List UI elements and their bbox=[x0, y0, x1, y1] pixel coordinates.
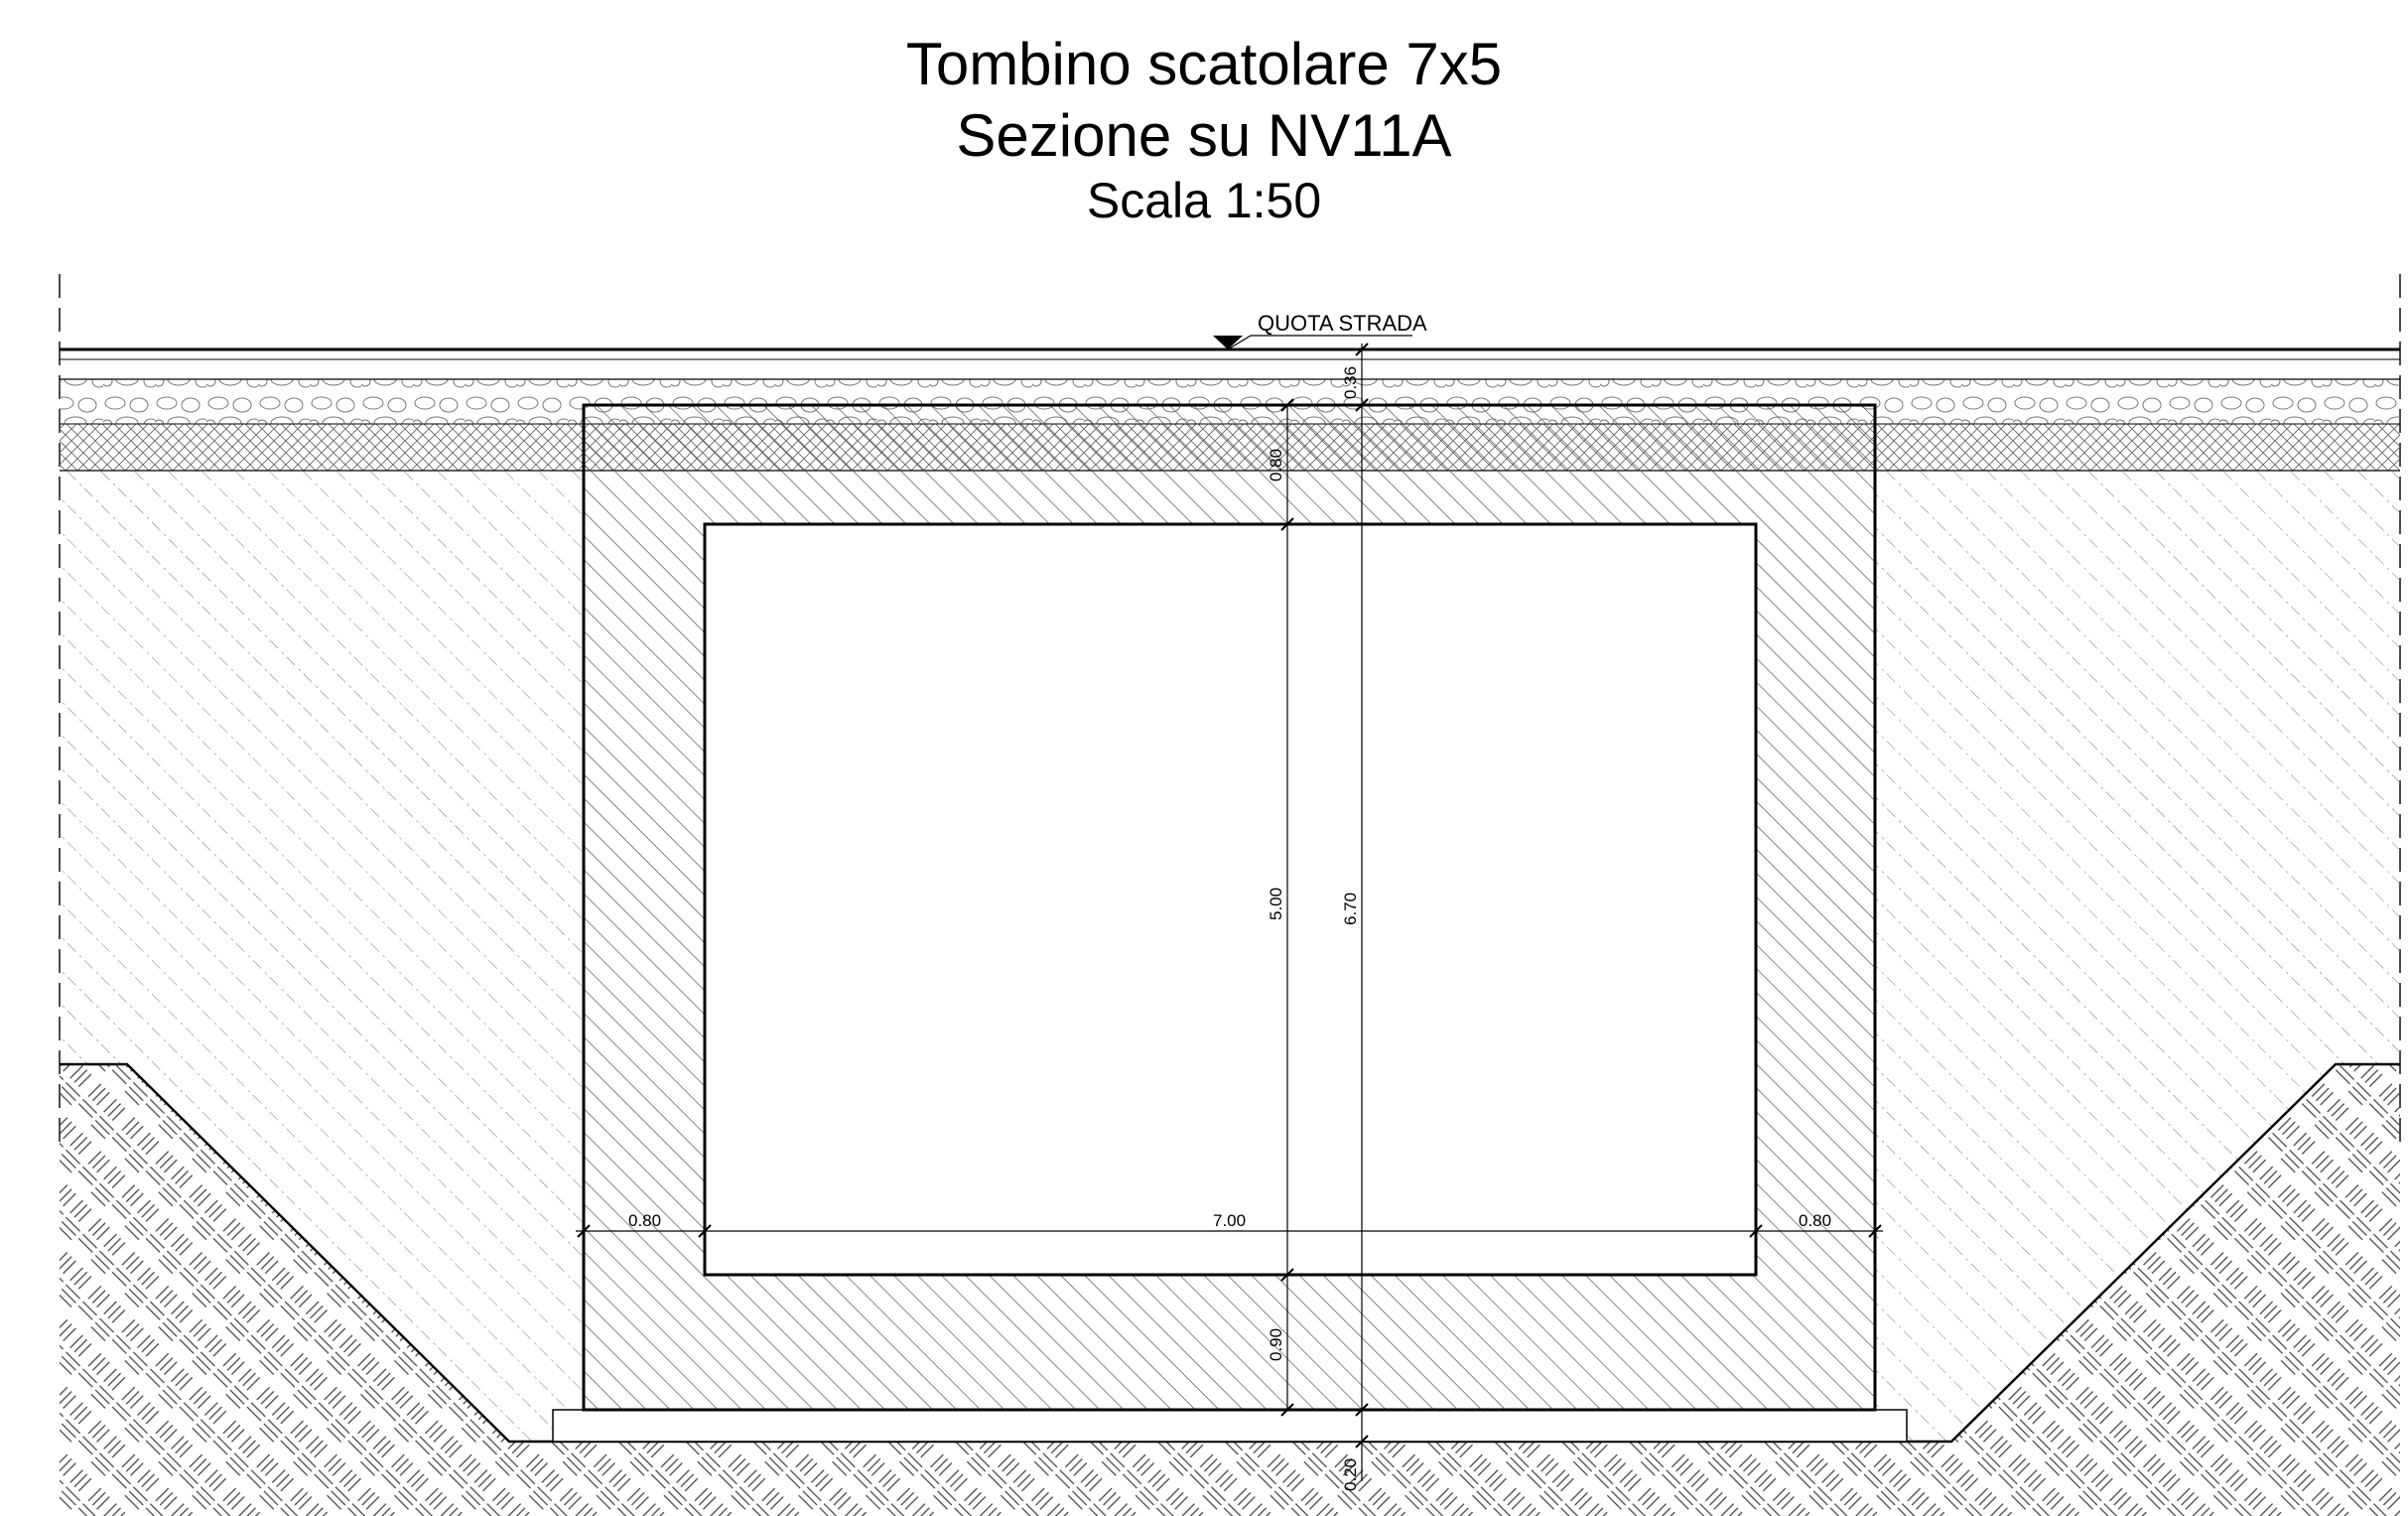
dim-lean-concrete: 0.20 bbox=[1341, 1458, 1360, 1491]
drawing-subtitle: Sezione su NV11A bbox=[956, 102, 1452, 169]
dim-ticks-outer bbox=[1355, 343, 1369, 1448]
culvert-concrete-walls bbox=[584, 405, 1875, 1410]
natural-soil-right bbox=[1191, 1064, 2400, 1516]
dim-total-height: 6.70 bbox=[1341, 893, 1360, 925]
backfill-left bbox=[60, 471, 584, 1442]
backfill-right bbox=[1875, 471, 2400, 1442]
dim-internal-width: 7.00 bbox=[1213, 1211, 1246, 1230]
dim-bottom-slab: 0.90 bbox=[1267, 1328, 1285, 1361]
road-level-label: QUOTA STRADA bbox=[1258, 311, 1427, 336]
dim-ticks-inner bbox=[1280, 398, 1294, 1417]
dim-pavement-thickness: 0.36 bbox=[1341, 366, 1360, 399]
road-level-marker-icon bbox=[1213, 336, 1243, 349]
dim-top-slab: 0.80 bbox=[1267, 449, 1285, 482]
culvert-inner-opening bbox=[703, 522, 1758, 1277]
drawing-title: Tombino scatolare 7x5 bbox=[905, 31, 1503, 97]
lean-concrete-base bbox=[552, 1409, 1908, 1443]
dim-internal-height: 5.00 bbox=[1267, 888, 1285, 920]
dim-left-wall: 0.80 bbox=[628, 1211, 661, 1230]
drawing-scale: Scala 1:50 bbox=[1086, 173, 1322, 228]
dim-ticks-horizontal bbox=[577, 1224, 1882, 1238]
road-level-leader bbox=[1227, 335, 1252, 350]
culvert-outer-outline bbox=[582, 403, 1877, 1412]
dim-right-wall: 0.80 bbox=[1799, 1211, 1831, 1230]
natural-soil-left bbox=[60, 1064, 1191, 1516]
title-block: Tombino scatolare 7x5 Sezione su NV11A S… bbox=[0, 30, 2408, 228]
